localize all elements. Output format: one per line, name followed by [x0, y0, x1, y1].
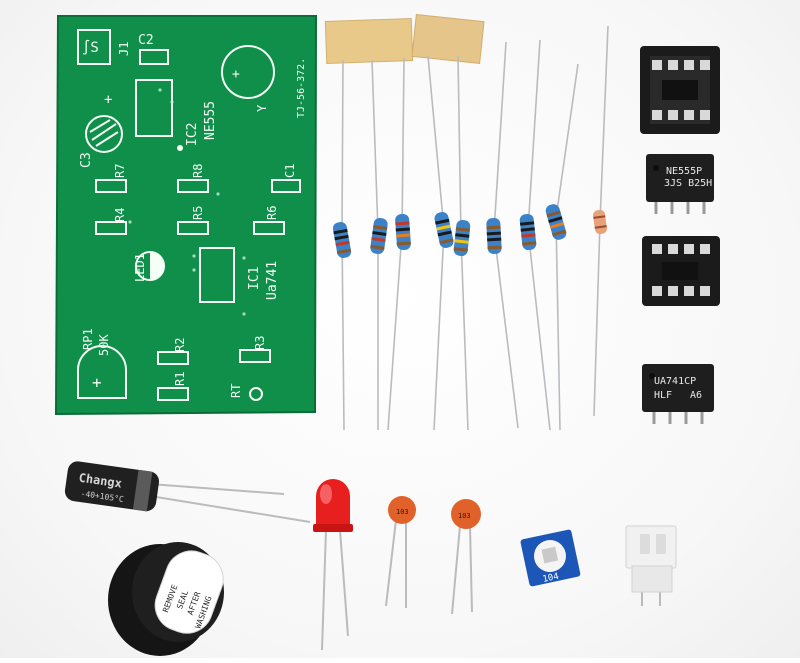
c2-footprint — [139, 49, 169, 65]
label-c1: C1 — [283, 164, 297, 178]
ic1-footprint — [199, 247, 235, 303]
resistor-3 — [395, 213, 411, 251]
label-r3: R3 — [253, 336, 267, 350]
thermistor — [593, 209, 607, 235]
electrolytic-capacitor: Changx -40+105°C — [64, 461, 311, 523]
label-r1: R1 — [173, 372, 187, 386]
r6-footprint — [253, 221, 285, 235]
ceramic-right-code: 103 — [458, 512, 471, 520]
y-footprint — [221, 45, 275, 99]
ua741-marking-2: HLF — [654, 390, 672, 401]
ne555-chip: NE555P 3JS B25H — [646, 154, 714, 214]
ne555-marking-1: NE555P — [666, 166, 702, 177]
label-j1: J1 — [117, 42, 131, 56]
ua741-marking-1: UA741CP — [654, 376, 696, 387]
ua741-marking-3: A6 — [690, 390, 702, 401]
r4-footprint — [95, 221, 127, 235]
ceramic-capacitor-left: 103 — [385, 496, 416, 608]
label-ua741: Ua741 — [265, 261, 280, 300]
resistor-4 — [434, 212, 454, 248]
ic2-footprint — [135, 79, 173, 137]
resistor-6 — [486, 217, 502, 255]
resistor-group — [332, 204, 607, 258]
resistor-7 — [519, 213, 537, 251]
resistor-tape-strips — [324, 14, 485, 65]
label-rt: RT — [229, 384, 243, 398]
red-led — [313, 479, 353, 651]
r5-footprint — [177, 221, 209, 235]
ceramic-capacitor-right: 103 — [451, 499, 481, 615]
jst-connector — [625, 525, 677, 606]
r2-footprint — [157, 351, 189, 365]
label-ic1: IC1 — [247, 267, 262, 290]
c3-footprint — [85, 115, 123, 153]
resistor-1 — [332, 222, 352, 258]
j1-footprint: ∫S + J1 — [77, 29, 131, 108]
rt-footprint — [249, 387, 263, 401]
ic-socket-top — [640, 46, 720, 134]
pcb-plus-y: + — [232, 67, 240, 82]
electrolytic-brand: Changx — [78, 471, 123, 491]
label-r6: R6 — [265, 206, 279, 220]
r1-footprint — [157, 387, 189, 401]
pcb-plus-rp1: + — [92, 373, 102, 392]
label-r8: R8 — [191, 164, 205, 178]
label-r5: R5 — [191, 206, 205, 220]
r8-footprint — [177, 179, 209, 193]
label-r7: R7 — [113, 164, 127, 178]
label-led1: LED1 — [133, 253, 147, 282]
label-rp1: RP1 — [81, 328, 95, 350]
label-c2: C2 — [138, 33, 154, 48]
j1-pin-mark: ∫S — [82, 39, 99, 56]
label-rp1-value: 50K — [97, 334, 111, 356]
ceramic-left-code: 103 — [396, 508, 409, 516]
r7-footprint — [95, 179, 127, 193]
rp1-footprint — [77, 345, 127, 399]
pcb-plus-j1: + — [104, 92, 112, 108]
resistor-2 — [370, 217, 388, 255]
label-y: Y — [255, 104, 269, 112]
pcb-code: TJ-56-372. — [296, 58, 307, 118]
r3-footprint — [239, 349, 271, 363]
label-c3: C3 — [79, 152, 94, 168]
ne555-marking-2: 3JS B25H — [664, 178, 712, 189]
buzzer: REMOVE SEAL AFTER WASHING — [108, 542, 224, 656]
resistor-8 — [545, 204, 567, 240]
resistor-5 — [453, 219, 471, 257]
trimmer-potentiometer: 104 — [520, 529, 581, 587]
c1-footprint — [271, 179, 301, 193]
label-ne555: NE555 — [203, 101, 218, 140]
ua741-chip: UA741CP HLF A6 — [642, 364, 714, 424]
ic-socket-middle — [642, 236, 720, 306]
label-ic2: IC2 — [185, 123, 200, 146]
label-r4: R4 — [113, 208, 127, 222]
pcb-vias — [128, 88, 246, 316]
trimmer-code: 104 — [542, 572, 560, 585]
pcb-board: ∫S + J1 C2 IC2 NE555 + Y TJ-56-372. C3 R… — [54, 15, 318, 416]
label-r2: R2 — [173, 338, 187, 352]
